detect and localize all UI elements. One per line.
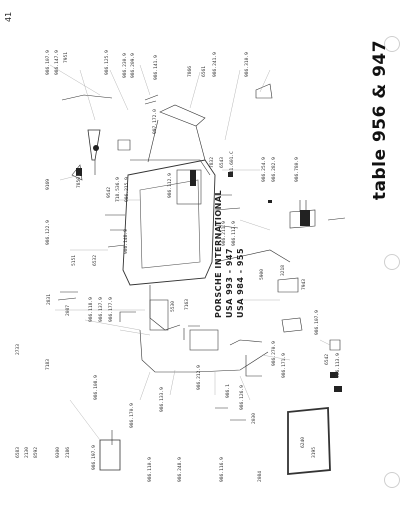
- part-number: 6532: [93, 254, 98, 266]
- part-number: 986.141.9: [154, 55, 159, 80]
- part-number: 3218: [281, 264, 286, 276]
- part-number: 6542: [325, 353, 330, 365]
- frame-outline: [122, 159, 216, 286]
- part-number: 986.254.9: [262, 157, 267, 182]
- frame-inner: [139, 179, 201, 269]
- part-number: 6583: [16, 446, 21, 458]
- binder-hole: [384, 254, 400, 270]
- part-number: 986.125.9: [105, 50, 110, 75]
- part-number: 986.212.9: [197, 365, 202, 390]
- brand-label: PORSCHE INTERNATIONAL: [214, 189, 223, 318]
- part-number: 986.170.9: [130, 403, 135, 428]
- part-number: 986.211.9: [222, 221, 227, 246]
- part-number: 997.172.0: [153, 109, 158, 134]
- part-number: 986.310.9: [245, 52, 250, 77]
- part-number: 911.601.C: [230, 151, 235, 176]
- part-number: 986.113.9: [336, 353, 341, 378]
- part-number: 986.230.9: [123, 53, 128, 78]
- part-number: 8592: [34, 446, 39, 458]
- part-number: 986.241.9: [213, 52, 218, 77]
- part-number: 5900: [260, 268, 265, 280]
- binder-hole: [384, 472, 400, 488]
- part-number: 986.112.9: [168, 173, 173, 198]
- part-number: 986.116.9: [220, 457, 225, 482]
- part-number: 7866: [188, 65, 193, 77]
- part-number: 986.248.9: [178, 457, 183, 482]
- part-number: 986.133.9: [160, 387, 165, 412]
- part-number: 7163: [185, 298, 190, 310]
- part-number: 986.107.9: [315, 310, 320, 335]
- part-number: 986.171.9: [282, 353, 287, 378]
- part-number: 986.148.9: [124, 229, 129, 254]
- part-number: 7183: [46, 358, 51, 370]
- part-number: 986.126.9: [240, 385, 245, 410]
- part-number: 718.536.9: [116, 177, 121, 202]
- part-number: 9542: [107, 186, 112, 198]
- part-number: 2733: [16, 343, 21, 355]
- binder-hole: [384, 36, 400, 52]
- part-number: 2030: [252, 412, 257, 424]
- part-number: 2831: [47, 293, 52, 305]
- part-number: 7850: [77, 176, 82, 188]
- part-number: 986.122.9: [46, 220, 51, 245]
- part-number: 9300: [56, 446, 61, 458]
- part-number: 986.107.9: [46, 50, 51, 75]
- brand-label: USA 984 - 955: [236, 247, 245, 318]
- part-number: 3195: [312, 446, 317, 458]
- part-number: 986.197.9: [92, 445, 97, 470]
- part-number: 986.118.9: [89, 297, 94, 322]
- brand-label: USA 993 - 947: [225, 247, 234, 318]
- part-number: 6561: [202, 65, 207, 77]
- part-number: 986.110.9: [148, 457, 153, 482]
- part-number: 986.209.9: [131, 53, 136, 78]
- spring-part: [300, 210, 310, 226]
- part-number: 986.780.9: [295, 157, 300, 182]
- part-number: 986.282.9: [272, 157, 277, 182]
- part-number: 7943: [302, 278, 307, 290]
- part-number: 986.215.9: [125, 177, 130, 202]
- part-number: 7951: [64, 51, 69, 63]
- part-number: 2084: [258, 470, 263, 482]
- part-number: 986.112.9: [232, 221, 237, 246]
- part-number: 7832: [210, 156, 215, 168]
- part-number: 986.270.9: [272, 341, 277, 366]
- part-number: 986.147.9: [55, 50, 60, 75]
- part-number: 2186: [66, 446, 71, 458]
- part-number: 9169: [46, 178, 51, 190]
- part-number: 986.177.9: [109, 297, 114, 322]
- part-number: 6240: [301, 436, 306, 448]
- part-number: 6543: [220, 156, 225, 168]
- part-number: 5151: [72, 254, 77, 266]
- part-number: 2087: [66, 304, 71, 316]
- part-number: 986.137.9: [99, 297, 104, 322]
- part-number: 5530: [171, 300, 176, 312]
- part-number: 2130: [25, 446, 30, 458]
- part-number: 986.108.9: [94, 375, 99, 400]
- part-number: 986.1: [226, 384, 231, 398]
